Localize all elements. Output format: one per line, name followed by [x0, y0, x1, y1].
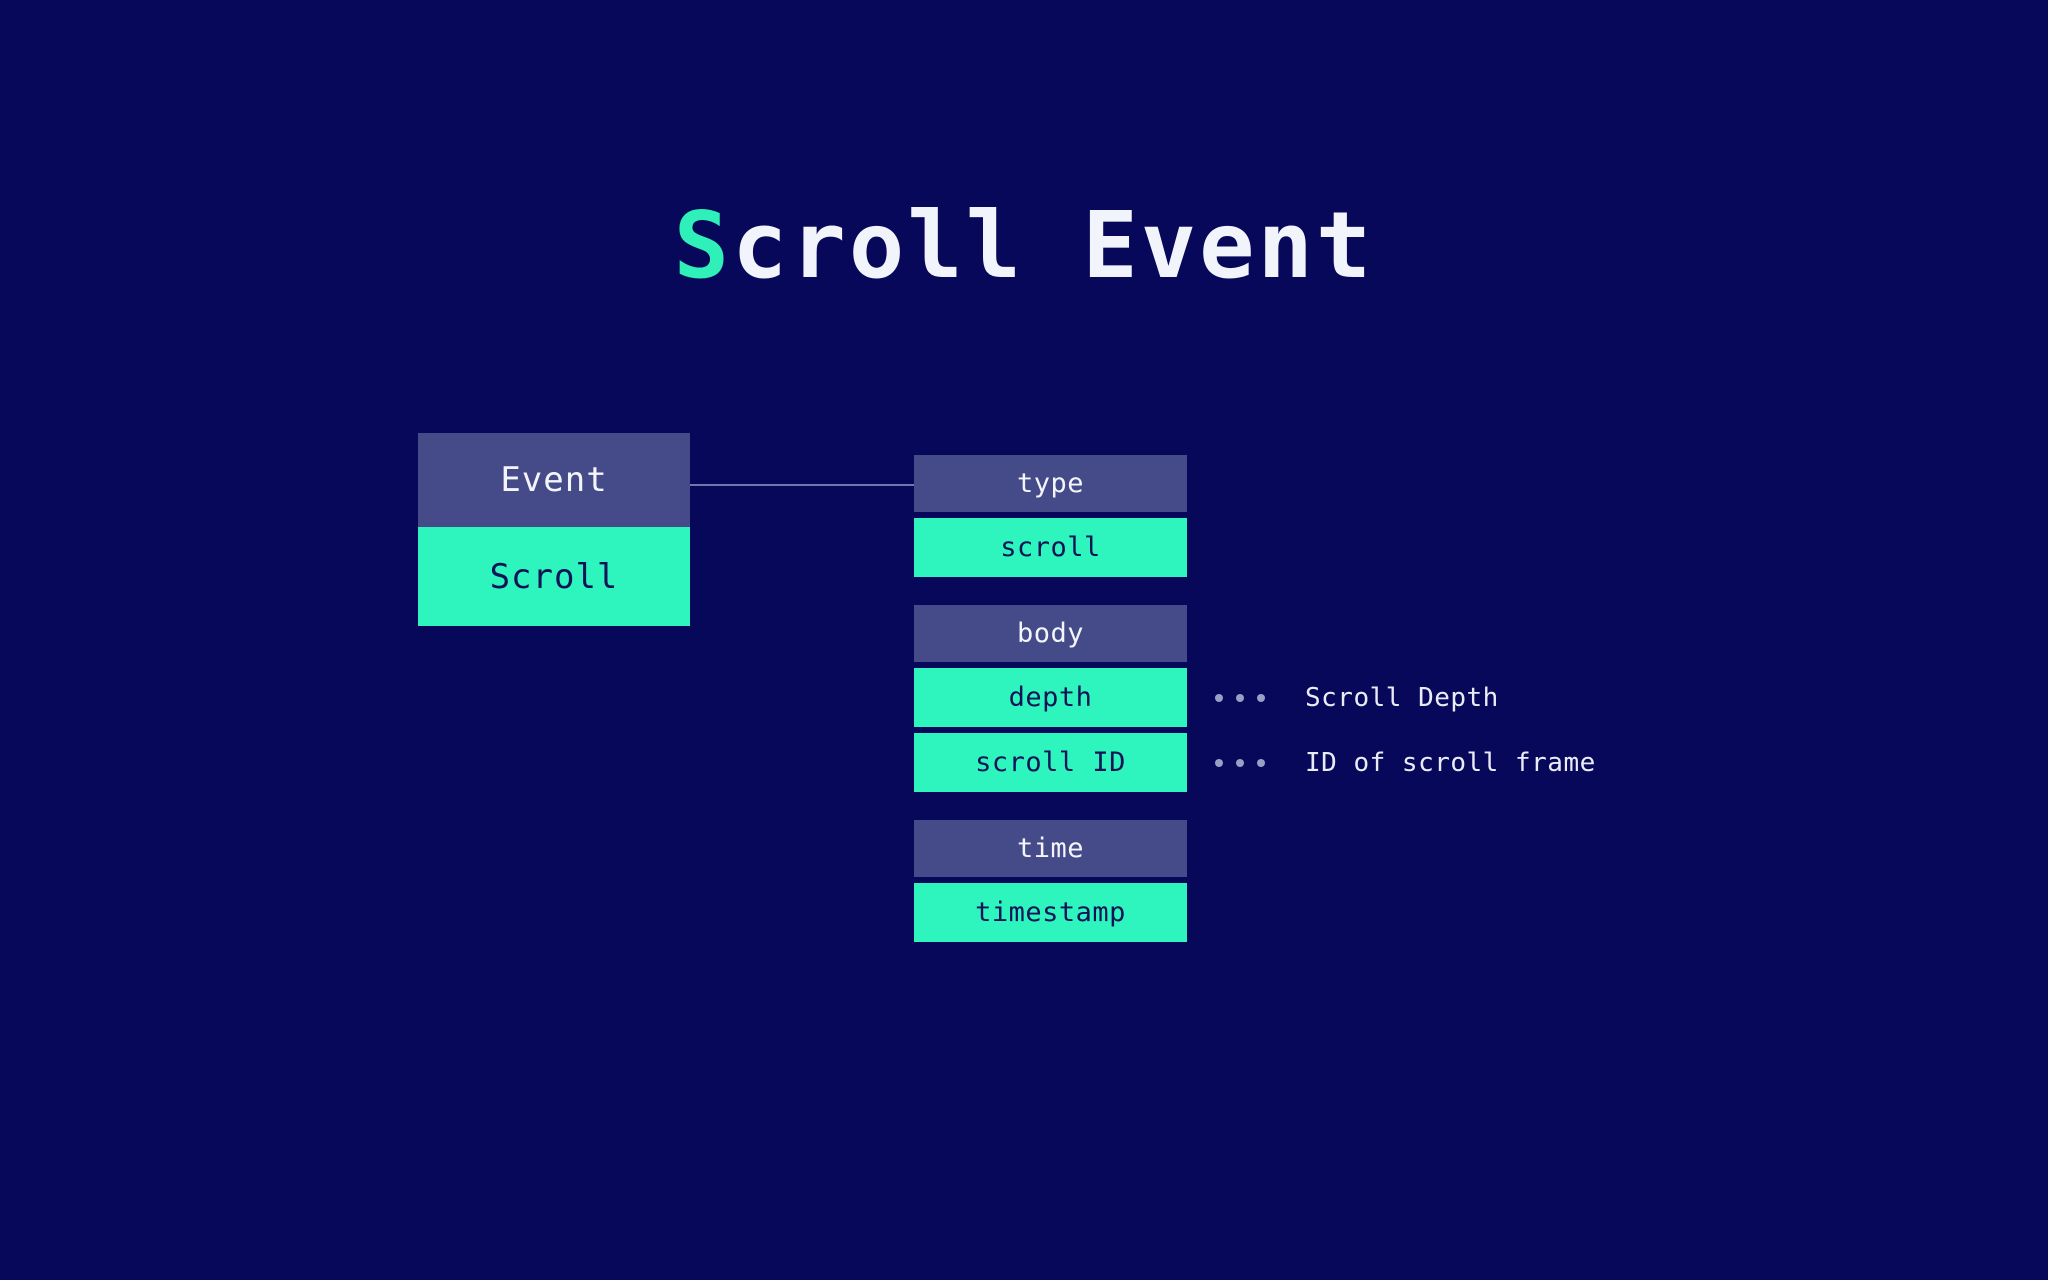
- field-value-scroll: scroll: [914, 518, 1187, 577]
- ellipsis-dot: [1215, 693, 1223, 702]
- ellipsis-dot: [1257, 758, 1265, 767]
- connector-line: [690, 484, 915, 486]
- root-node-value: Scroll: [418, 527, 690, 626]
- root-node: Event Scroll: [418, 433, 690, 626]
- root-node-key: Event: [418, 433, 690, 527]
- ellipsis-dot: [1236, 693, 1244, 702]
- field-key-body: body: [914, 605, 1187, 662]
- annotation-depth-text: Scroll Depth: [1305, 682, 1499, 713]
- field-value-depth: depth: [914, 668, 1187, 727]
- field-value-scroll-id: scroll ID: [914, 733, 1187, 792]
- page-title: Scroll Event: [0, 197, 2048, 295]
- field-key-type: type: [914, 455, 1187, 512]
- field-key-time: time: [914, 820, 1187, 877]
- ellipsis-icon: [1215, 693, 1265, 702]
- title-rest: croll Event: [732, 192, 1375, 299]
- title-accent-letter: S: [673, 192, 733, 299]
- ellipsis-dot: [1257, 693, 1265, 702]
- annotation-scroll-id-text: ID of scroll frame: [1305, 747, 1596, 778]
- annotation-depth: Scroll Depth: [1215, 668, 1499, 727]
- field-value-timestamp: timestamp: [914, 883, 1187, 942]
- ellipsis-icon: [1215, 758, 1265, 767]
- ellipsis-dot: [1215, 758, 1223, 767]
- annotation-scroll-id: ID of scroll frame: [1215, 733, 1596, 792]
- ellipsis-dot: [1236, 758, 1244, 767]
